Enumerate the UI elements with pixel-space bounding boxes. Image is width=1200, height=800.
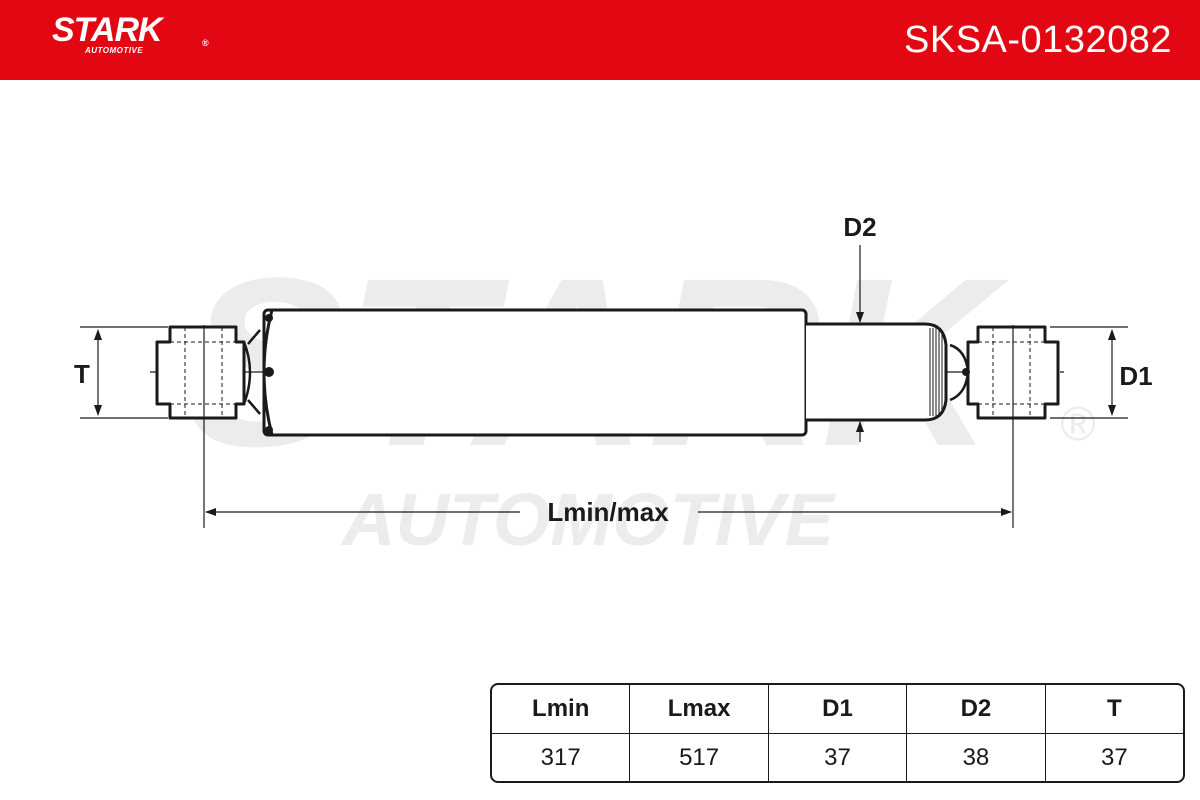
dimension-t bbox=[80, 326, 168, 419]
spec-header-t: T bbox=[1106, 695, 1122, 722]
spec-value-d1: 37 bbox=[769, 734, 908, 781]
piston-rod bbox=[806, 322, 948, 422]
dimension-d1 bbox=[1050, 326, 1128, 419]
spec-value-lmax: 517 bbox=[630, 734, 769, 781]
dimension-d2 bbox=[856, 245, 864, 442]
spec-table-value-row: 317 517 37 38 37 bbox=[492, 734, 1183, 781]
spec-table: Lmin Lmax D1 D2 T 317 517 37 38 37 bbox=[490, 683, 1185, 783]
watermark-reg: ® bbox=[1060, 398, 1095, 451]
spec-value-d2: 38 bbox=[907, 734, 1046, 781]
label-t: T bbox=[74, 359, 90, 389]
spec-header-d1: D1 bbox=[769, 685, 908, 733]
brand-subtitle: AUTOMOTIVE bbox=[85, 46, 144, 55]
spec-value-lmin: 317 bbox=[492, 734, 631, 781]
absorber-body bbox=[262, 308, 808, 437]
shock-absorber-drawing: STARK AUTOMOTIVE ® bbox=[74, 212, 1153, 561]
spec-value-t: 37 bbox=[1100, 744, 1128, 771]
spec-header-lmax: Lmax bbox=[630, 685, 769, 733]
spec-table-header-row: Lmin Lmax D1 D2 T bbox=[492, 685, 1183, 734]
dimension-length bbox=[203, 325, 1014, 528]
watermark-sub: AUTOMOTIVE bbox=[340, 478, 837, 561]
label-length: Lmin/max bbox=[547, 497, 669, 527]
spec-header-d2: D2 bbox=[907, 685, 1046, 733]
header-bar: STARK ® AUTOMOTIVE SKSA-0132082 bbox=[0, 0, 1200, 80]
brand-logo: STARK ® AUTOMOTIVE bbox=[52, 11, 209, 55]
brand-registered-mark: ® bbox=[202, 38, 209, 48]
label-d2: D2 bbox=[843, 212, 876, 242]
left-eye-mount bbox=[155, 325, 261, 420]
brand-name: STARK bbox=[52, 11, 163, 49]
part-number: SKSA-0132082 bbox=[904, 19, 1172, 61]
spec-header-lmin: Lmin bbox=[492, 685, 631, 733]
label-d1: D1 bbox=[1119, 361, 1152, 391]
